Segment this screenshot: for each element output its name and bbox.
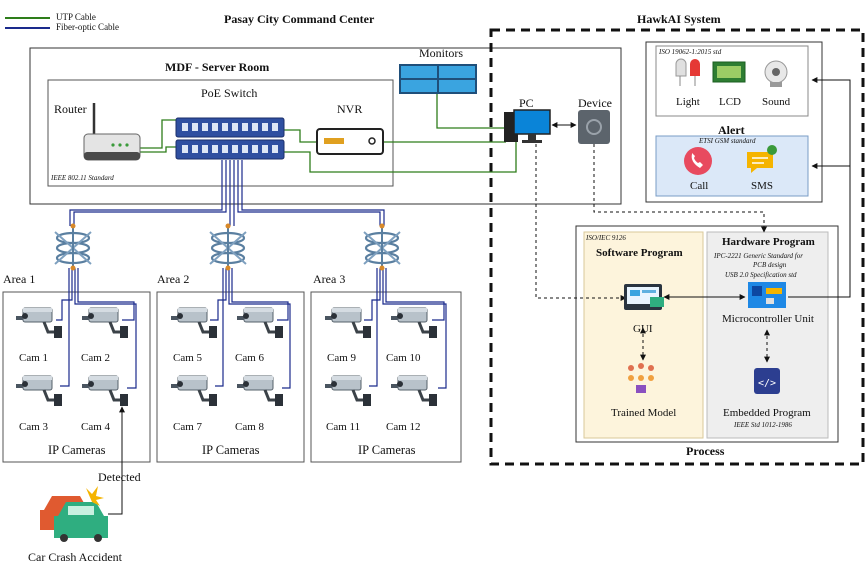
camera-icon (235, 306, 285, 340)
sms-label: SMS (751, 180, 774, 192)
cam-label: Cam 2 (81, 352, 111, 364)
gui-label: GUI (633, 323, 653, 335)
software-title: Software Program (596, 247, 683, 259)
process-title: Process (686, 444, 725, 458)
nvr-label: NVR (337, 102, 363, 116)
outputs-standard: ISO 19062-1:2015 std (659, 48, 722, 56)
car-crash-icon (40, 486, 108, 542)
nvr-icon (316, 128, 384, 155)
embedded-code-icon: </> (754, 368, 780, 394)
hawkai-boundary (489, 28, 865, 466)
cam-label: Cam 11 (326, 421, 361, 433)
lcd-label: LCD (719, 96, 741, 108)
hardware-title: Hardware Program (722, 236, 815, 248)
light-icon (675, 58, 700, 86)
camera-icon (80, 374, 130, 408)
alert-title: Alert (718, 123, 745, 137)
area-1-frame (2, 291, 151, 463)
camera-icon (14, 374, 64, 408)
area-3-footer: IP Cameras (358, 443, 416, 457)
cam-label: Cam 9 (327, 352, 357, 364)
camera-icon (323, 374, 373, 408)
call-label: Call (690, 180, 709, 192)
fiber-cables (56, 160, 447, 389)
camera-icon (14, 306, 64, 340)
area-2-footer: IP Cameras (202, 443, 260, 457)
area-3-label: Area 3 (313, 272, 346, 286)
router-label: Router (54, 102, 87, 116)
area-2-label: Area 2 (157, 272, 190, 286)
fiber-splitter-icon (53, 222, 93, 272)
camera-icon (389, 374, 439, 408)
server-room-title: MDF - Server Room (165, 60, 270, 74)
camera-icon (169, 306, 219, 340)
speaker-icon (764, 60, 788, 87)
cam-label: Cam 4 (81, 421, 111, 433)
camera-icon (389, 306, 439, 340)
camera-icon (169, 374, 219, 408)
light-label: Light (676, 96, 700, 108)
fiber-splitter-icon (362, 222, 402, 272)
cam-label: Cam 1 (19, 352, 49, 364)
utp-cables (140, 92, 517, 173)
outputs-frame (645, 41, 823, 203)
router-lan-frame (47, 79, 394, 187)
command-center-title: Pasay City Command Center (224, 12, 375, 26)
sound-label: Sound (762, 96, 791, 108)
cam-label: Cam 6 (235, 352, 265, 364)
neural-model-icon (628, 363, 654, 393)
gui-icon (624, 284, 664, 310)
legend-utp-label: UTP Cable (56, 12, 96, 22)
cam-label: Cam 7 (173, 421, 203, 433)
sms-icon (747, 145, 777, 173)
camera-icon (80, 306, 130, 340)
fiber-splitter-icon (208, 222, 248, 272)
process-frame (575, 225, 839, 443)
hardware-std-4: IEEE Std 1012-1986 (734, 421, 792, 429)
lcd-icon (712, 61, 746, 83)
hardware-std-2: PCB design (753, 261, 787, 269)
microcontroller-icon (748, 282, 786, 308)
alert-panel (655, 135, 809, 197)
cam-label: Cam 10 (386, 352, 421, 364)
device-icon (578, 110, 610, 144)
alert-standard: ETSI GSM standard (699, 137, 756, 145)
legend-fiber-label: Fiber-optic Cable (56, 22, 120, 32)
pc-icon (504, 109, 551, 143)
poe-switch-icon (175, 117, 285, 160)
area-2-frame (156, 291, 305, 463)
ieee-standard-label: IEEE 802.11 Standard (51, 174, 114, 182)
server-room-frame (29, 47, 622, 205)
cam-label: Cam 5 (173, 352, 203, 364)
router-icon (83, 103, 141, 161)
area-1-footer: IP Cameras (48, 443, 106, 457)
detected-label: Detected (98, 470, 141, 484)
pc-label: PC (519, 96, 534, 110)
hawkai-title: HawkAI System (637, 12, 721, 26)
camera-icon (323, 306, 373, 340)
hardware-std-3: USB 2.0 Specification std (725, 271, 797, 279)
area-1-label: Area 1 (3, 272, 36, 286)
accident-label: Car Crash Accident (28, 550, 122, 564)
software-standard: ISO/IEC 9126 (586, 234, 626, 242)
mcu-label: Microcontroller Unit (722, 313, 814, 325)
cam-label: Cam 3 (19, 421, 49, 433)
poe-switch-label: PoE Switch (201, 86, 258, 100)
call-icon (684, 147, 712, 175)
device-label: Device (578, 96, 612, 110)
trained-model-label: Trained Model (611, 407, 677, 419)
embedded-label: Embedded Program (723, 407, 811, 419)
monitors-icon (399, 64, 477, 94)
camera-icon (235, 374, 285, 408)
hardware-std-1: IPC-2221 Generic Standard for (714, 252, 803, 260)
monitors-label: Monitors (419, 46, 464, 60)
svg-text:</>: </> (758, 378, 776, 389)
cam-label: Cam 8 (235, 421, 265, 433)
cam-label: Cam 12 (386, 421, 421, 433)
